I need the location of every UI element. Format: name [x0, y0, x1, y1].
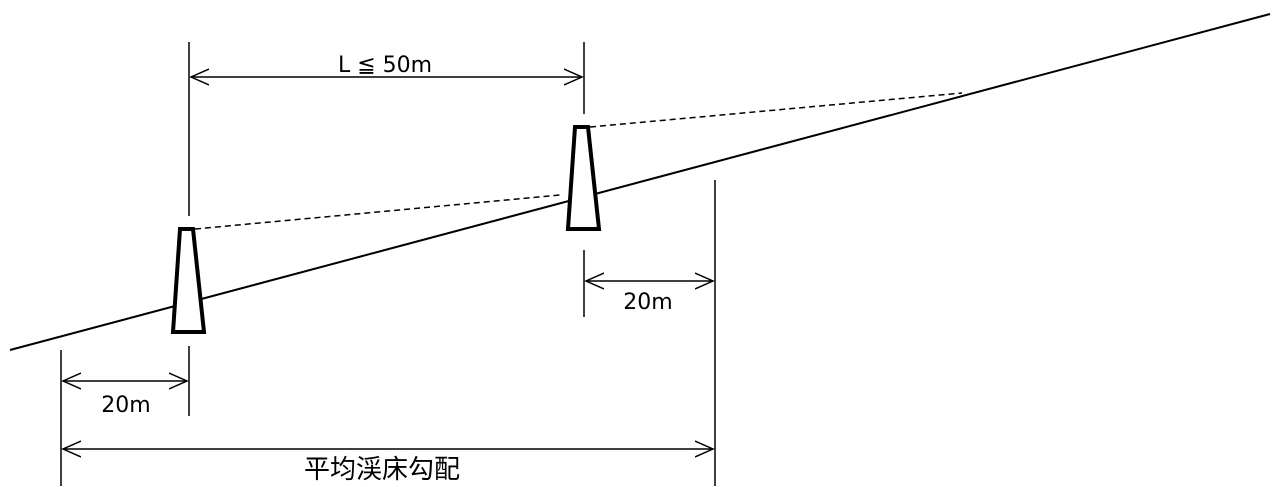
design-gradient-line-upper [589, 92, 963, 128]
design-gradient-line-lower [194, 194, 561, 230]
distance-label-right: 20m [623, 290, 672, 315]
riverbed-line [9, 13, 1271, 351]
distance-label-left: 20m [101, 393, 150, 418]
average-gradient-section-label: 平均渓床勾配 [304, 455, 460, 485]
check-dam-upper [565, 125, 602, 231]
spacing-label: L ≦ 50m [338, 53, 432, 78]
check-dam-lower [170, 227, 207, 334]
